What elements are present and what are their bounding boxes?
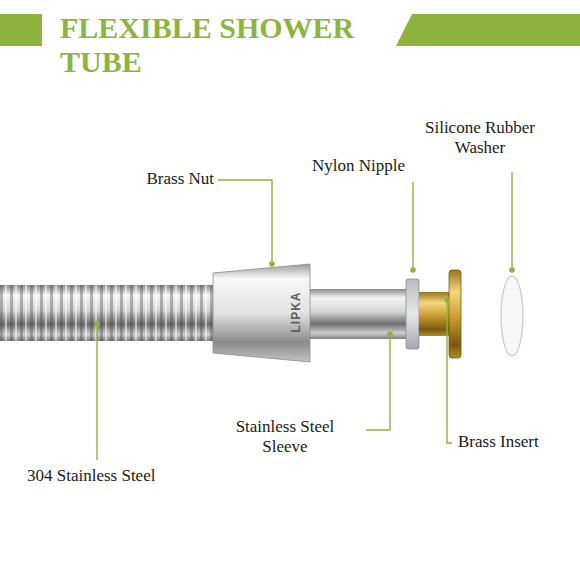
leader-lines — [97, 172, 512, 460]
brass-nut — [213, 264, 310, 362]
header-bar — [396, 14, 580, 46]
leader-line — [218, 180, 272, 262]
leader-dot — [269, 261, 275, 267]
leader-line — [511, 172, 512, 268]
part-label: Nylon Nipple — [312, 156, 405, 176]
leader-dot — [410, 267, 416, 273]
diagram-title: FLEXIBLE SHOWER TUBE — [60, 11, 390, 78]
leader-line — [96, 326, 97, 460]
steel-sleeve — [306, 289, 408, 339]
nylon-nipple — [406, 279, 419, 349]
leader-dots — [94, 261, 515, 337]
leader-line — [366, 336, 390, 430]
part-label: Brass Nut — [146, 169, 214, 189]
part-label: Brass Insert — [458, 432, 539, 452]
brand-logo: LIPKA — [290, 292, 304, 333]
leader-dot — [509, 267, 515, 273]
leader-dot — [94, 321, 100, 327]
part-label: Stainless Steel Sleeve — [212, 417, 358, 456]
part-label: 304 Stainless Steel — [27, 466, 155, 486]
leader-dot — [387, 331, 393, 337]
rubber-washer — [501, 276, 523, 356]
corrugated-hose — [0, 285, 218, 341]
leader-dot — [444, 297, 450, 303]
leader-line — [412, 182, 413, 268]
leader-line — [447, 302, 452, 443]
brass-insert-body — [419, 292, 453, 336]
part-label: Silicone Rubber Washer — [410, 118, 550, 157]
brass-insert-flange — [449, 270, 461, 358]
header-bar — [0, 14, 42, 46]
hose-ribs — [0, 285, 218, 341]
